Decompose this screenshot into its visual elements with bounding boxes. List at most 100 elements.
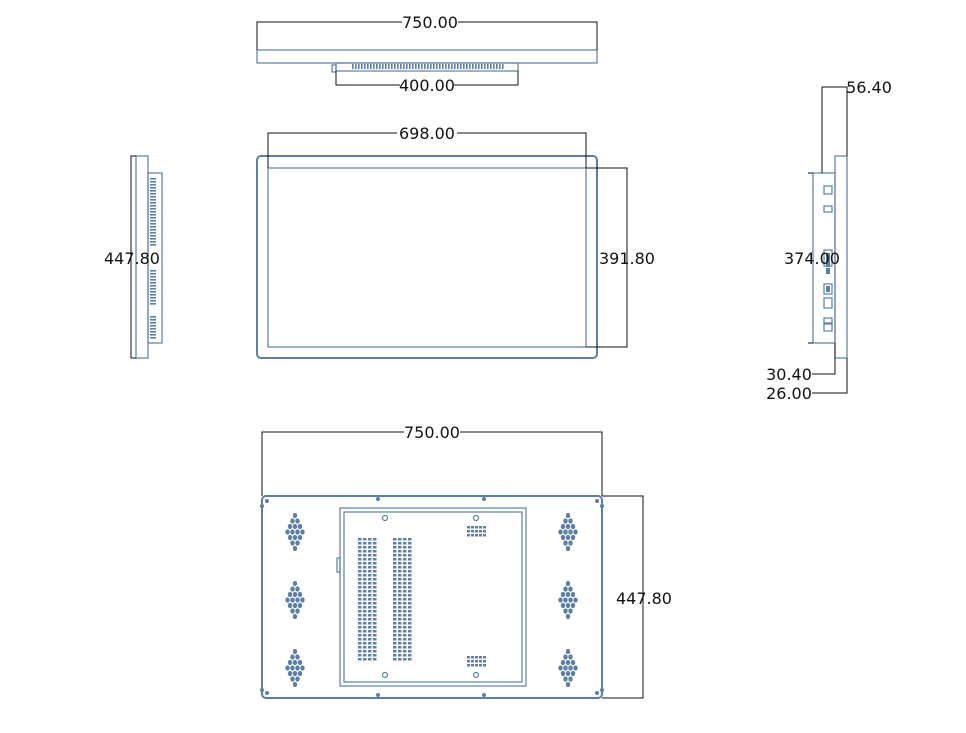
grille-slot	[408, 634, 412, 637]
grille-slot	[408, 558, 412, 561]
grille-slot	[403, 642, 407, 645]
grille-slot	[393, 566, 397, 569]
grille-slot	[393, 602, 397, 605]
screw	[260, 504, 264, 508]
dimension-line-right-374	[808, 172, 813, 344]
grille-slot	[363, 542, 367, 545]
grille-slot	[467, 664, 470, 667]
grille-slot	[393, 570, 397, 573]
top-view-vent	[352, 64, 504, 69]
grille-slot	[408, 658, 412, 661]
grille-slot	[373, 650, 377, 653]
vent-hole	[563, 586, 568, 592]
vent-hole	[565, 613, 571, 620]
vent-hole	[292, 648, 298, 655]
vent-slot	[436, 64, 438, 69]
vent-slot	[448, 64, 450, 69]
grille-slot	[358, 598, 362, 601]
grille-slot	[408, 590, 412, 593]
grille-slot	[398, 562, 402, 565]
vent-slot	[150, 300, 156, 302]
vent-slot	[406, 64, 408, 69]
vent-slot	[463, 64, 465, 69]
vent-hole	[292, 591, 298, 598]
grille-slot	[368, 586, 372, 589]
vent-slot	[150, 328, 156, 330]
vent-hole	[290, 608, 295, 614]
grille-slot	[373, 574, 377, 577]
grille-slot	[368, 614, 372, 617]
grille-slot	[403, 630, 407, 633]
vent-hole	[565, 580, 571, 587]
grille-slot	[363, 610, 367, 613]
grille-slot	[408, 606, 412, 609]
grille-slot	[363, 618, 367, 621]
vent-hole	[292, 580, 298, 587]
grille-slot	[398, 586, 402, 589]
vent-hole	[292, 681, 298, 688]
vent-slot	[150, 270, 156, 272]
vent-slot	[150, 294, 156, 296]
dimension-label-right-30: 30.40	[766, 365, 812, 384]
grille-slot	[363, 650, 367, 653]
grille-slot	[403, 546, 407, 549]
vent-hole	[285, 665, 290, 671]
vent-hole	[570, 591, 576, 598]
grille-slot	[358, 614, 362, 617]
grille-slot	[363, 602, 367, 605]
grille-slot	[358, 578, 362, 581]
grille-slot	[373, 630, 377, 633]
grille-slot	[393, 582, 397, 585]
grille-slot	[398, 594, 402, 597]
vent-hole	[570, 534, 576, 541]
vent-slot	[487, 64, 489, 69]
vent-hole	[565, 602, 571, 609]
grille-slot	[398, 630, 402, 633]
vent-hole	[295, 540, 300, 546]
vent-slot	[150, 282, 156, 284]
vent-hole	[563, 529, 568, 535]
grille-slot	[358, 622, 362, 625]
vent-slot	[352, 64, 354, 69]
vent-hole	[292, 545, 298, 552]
vent-slot	[150, 279, 156, 281]
grille-slot	[363, 570, 367, 573]
grille-slot	[467, 534, 470, 537]
grille-slot	[373, 594, 377, 597]
dimension-line-top-400	[335, 71, 519, 86]
vent-slot	[478, 64, 480, 69]
vent-slot	[150, 325, 156, 327]
vent-hole	[558, 597, 563, 603]
vent-slot	[150, 184, 156, 186]
grille-slot	[373, 622, 377, 625]
grille-slot	[403, 602, 407, 605]
vent-hole	[573, 529, 578, 535]
grille-slot	[393, 562, 397, 565]
vent-slot	[415, 64, 417, 69]
grille-slot	[467, 526, 470, 529]
vent-slot	[150, 181, 156, 183]
vent-hole	[292, 659, 298, 666]
grille-slot	[403, 598, 407, 601]
grille-slot	[368, 602, 372, 605]
grille-slot	[363, 598, 367, 601]
vent-hole	[290, 529, 295, 535]
grille-slot	[393, 650, 397, 653]
vent-slot	[472, 64, 474, 69]
grille-slot	[398, 646, 402, 649]
grille-slot	[363, 550, 367, 553]
vent-hole	[573, 665, 578, 671]
vent-hole	[290, 586, 295, 592]
grille-slot	[373, 582, 377, 585]
grille-slot	[368, 538, 372, 541]
dimension-line-back-750	[261, 431, 603, 496]
vent-slot	[409, 64, 411, 69]
vent-hole	[287, 523, 293, 530]
vent-hole	[290, 540, 295, 546]
port	[823, 205, 833, 213]
vent-hole	[563, 665, 568, 671]
grille-slot	[363, 626, 367, 629]
grille-slot	[358, 538, 362, 541]
vent-slot	[412, 64, 414, 69]
vent-slot	[433, 64, 435, 69]
